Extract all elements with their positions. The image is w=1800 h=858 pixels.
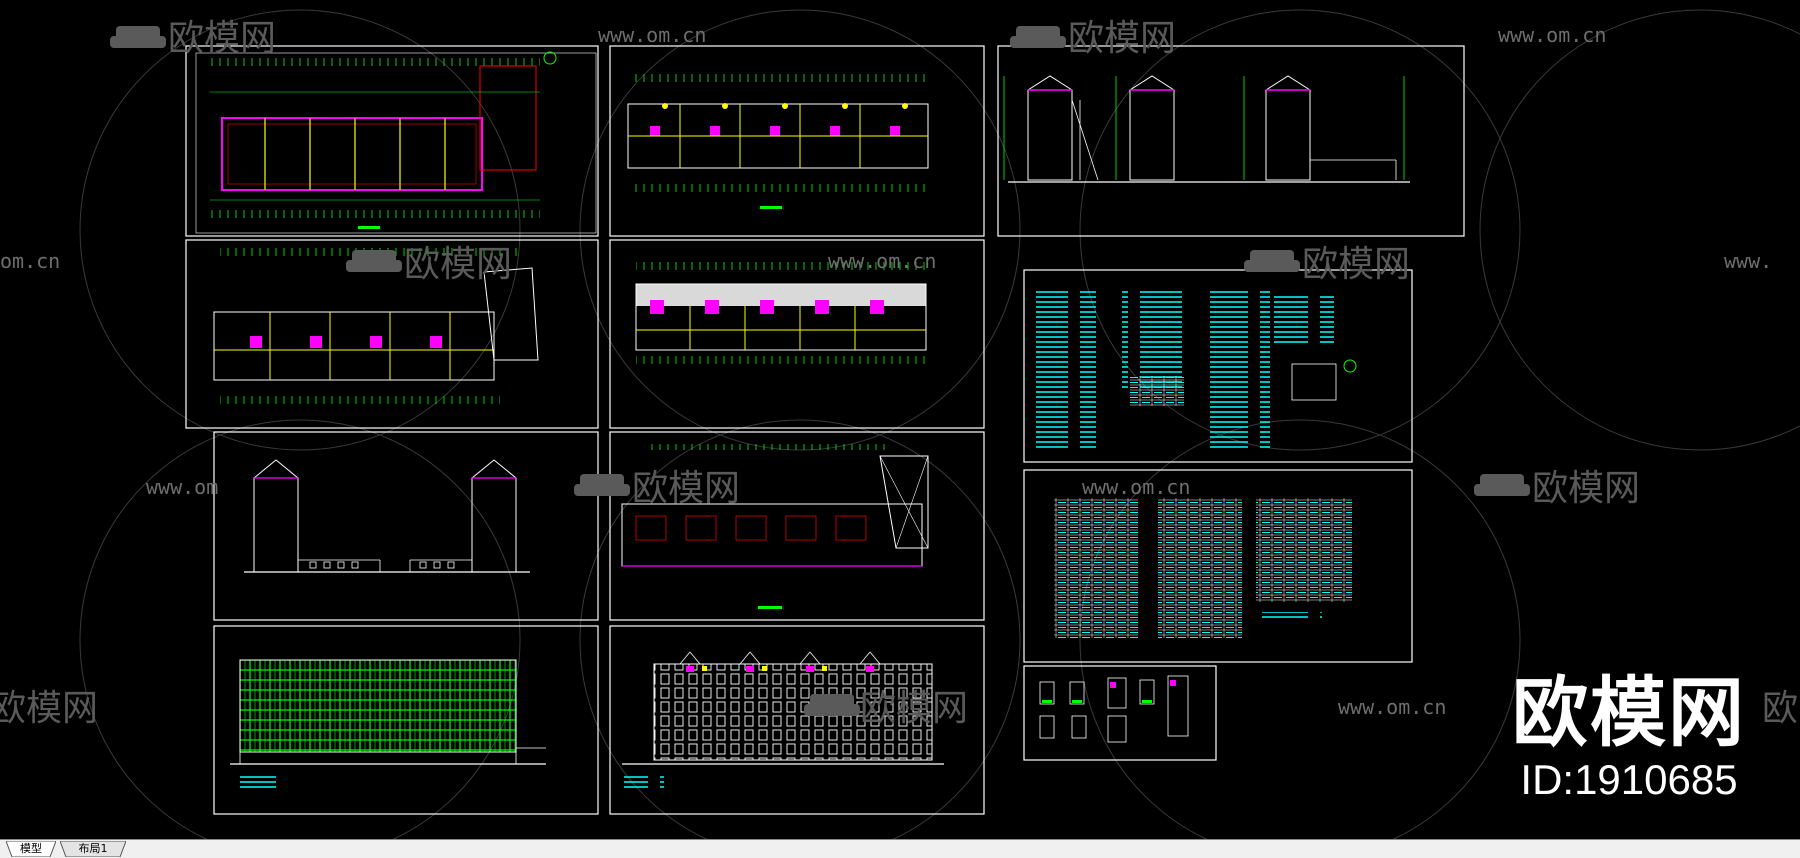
watermark-brand-text: 欧模网 (404, 244, 512, 285)
cad-model-space[interactable]: www.om.cn www.om.cn om.cn www.om.cn www.… (0, 0, 1800, 839)
sofa-icon (1474, 474, 1530, 496)
drawing-sheet-schedule[interactable] (1023, 469, 1413, 663)
watermark-url: www. (1724, 249, 1772, 273)
watermark-circles (79, 9, 1800, 839)
drawing-sheet-sections[interactable] (997, 45, 1465, 237)
tab-layout1-label: 布局1 (78, 842, 108, 855)
watermark-url: www.om.cn (1082, 475, 1190, 499)
watermark-urls: www.om.cn www.om.cn om.cn www.om.cn www.… (0, 23, 1772, 719)
drawing-sheet-side-sections[interactable] (213, 431, 599, 621)
tab-outline (6, 841, 56, 857)
drawing-sheet-floor-plan-2[interactable] (609, 45, 985, 237)
watermark-url: www.om (146, 475, 218, 499)
watermark-brand-text: 欧模网 (1068, 18, 1176, 59)
watermark-brand-text: 欧模网 (632, 468, 740, 509)
sofa-icon (1244, 250, 1300, 272)
tab-outline (60, 841, 126, 857)
drawing-sheet-floor-plan-4[interactable] (609, 239, 985, 429)
watermark-brand-text: 欧模网 (860, 688, 968, 729)
tab-model-label: 模型 (20, 842, 42, 855)
watermark-brand: 欧模网 欧模网 欧模网 欧模网 欧模网 欧模网 欧模网 欧模网 欧 (0, 18, 1798, 729)
brand-stamp: 欧模网 ID:1910685 (1512, 670, 1746, 804)
drawing-sheet-design-notes[interactable] (1023, 269, 1413, 463)
watermark-brand-text: 欧模网 (1532, 468, 1640, 509)
tab-layout1[interactable]: 布局1 (60, 841, 126, 857)
watermark-url: www.om.cn (1338, 695, 1446, 719)
watermark-url: om.cn (0, 249, 60, 273)
watermark-brand-text: 欧 (1762, 688, 1798, 729)
sofa-icon (346, 250, 402, 272)
drawing-sheet-elevation-green[interactable] (213, 625, 599, 815)
layout-tab-bar: 模型 布局1 (0, 839, 1800, 858)
sofa-icon (574, 474, 630, 496)
watermark-url: www.om.cn (598, 23, 706, 47)
watermark-url: www.om.cn (1498, 23, 1606, 47)
drawing-viewport[interactable]: www.om.cn www.om.cn om.cn www.om.cn www.… (0, 0, 1800, 839)
sofa-icon (110, 26, 166, 48)
drawing-sheet-roof-plan[interactable] (609, 431, 985, 621)
tab-model[interactable]: 模型 (6, 841, 56, 857)
watermark-brand-text: 欧模网 (168, 18, 276, 59)
brand-id: ID:1910685 (1520, 756, 1738, 803)
sofa-icon (1010, 26, 1066, 48)
brand-name: 欧模网 (1512, 668, 1746, 757)
watermark-brand-text: 欧模网 (0, 688, 98, 729)
watermark-url: www.om.cn (828, 249, 936, 273)
drawing-sheet-floor-plan-1[interactable] (185, 45, 599, 237)
drawing-sheet-elevation-white[interactable] (609, 625, 985, 815)
watermark-brand-text: 欧模网 (1302, 244, 1410, 285)
drawing-sheet-details[interactable] (1023, 665, 1217, 761)
sofa-icon (804, 694, 860, 716)
